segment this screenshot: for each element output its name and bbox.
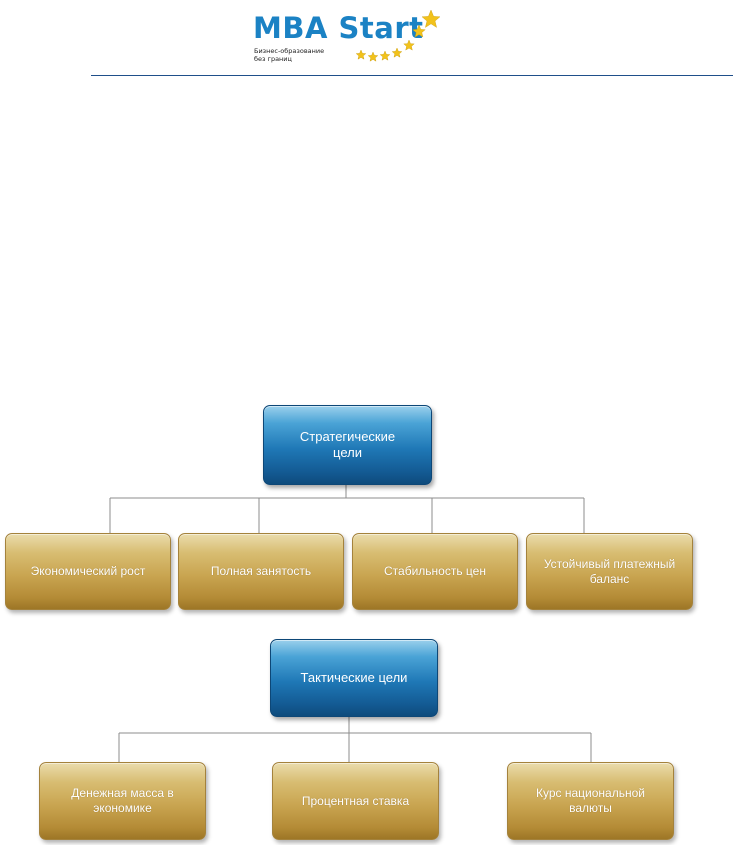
- goal-full-employment: Полная занятость: [178, 533, 344, 610]
- goal-label: Курс национальной валюты: [536, 786, 645, 815]
- star-icon: [421, 9, 441, 28]
- goal-exchange-rate: Курс национальной валюты: [507, 762, 674, 840]
- logo-stars-icon: [355, 9, 441, 62]
- strategic-goals-node: Стратегические цели: [263, 405, 432, 485]
- goal-label: Процентная ставка: [301, 793, 410, 808]
- goal-label: Устойчивый платежный баланс: [543, 556, 676, 586]
- goal-label: Полная занятость: [210, 564, 312, 578]
- logo-tagline-line2: без границ: [254, 55, 292, 63]
- logo-tagline: Бизнес-образование без границ: [254, 47, 324, 63]
- goal-money-supply: Денежная масса в экономике: [39, 762, 206, 840]
- star-icon: [391, 47, 403, 58]
- logo-tagline-line1: Бизнес-образование: [254, 47, 325, 55]
- tactical-goals-label: Тактические цели: [300, 670, 408, 685]
- strategic-goals-label: Стратегические цели: [299, 429, 396, 460]
- goal-balance-of-payments: Устойчивый платежный баланс: [526, 533, 693, 610]
- logo-brand: MBA Start: [253, 11, 424, 45]
- star-icon: [355, 49, 367, 60]
- tactical-goals-node: Тактические цели: [270, 639, 438, 717]
- star-icon: [403, 39, 415, 51]
- goal-label: Стабильность цен: [384, 564, 486, 578]
- goal-price-stability: Стабильность цен: [352, 533, 518, 610]
- star-icon: [367, 51, 379, 62]
- header-divider: [91, 75, 733, 76]
- logo: MBA Start Бизнес-образование без границ: [253, 9, 453, 72]
- goal-economic-growth: Экономический рост: [5, 533, 171, 610]
- star-icon: [379, 50, 391, 61]
- goal-interest-rate: Процентная ставка: [272, 762, 439, 840]
- goal-label: Денежная масса в экономике: [71, 786, 174, 815]
- star-icon: [412, 24, 426, 38]
- goal-label: Экономический рост: [30, 564, 146, 578]
